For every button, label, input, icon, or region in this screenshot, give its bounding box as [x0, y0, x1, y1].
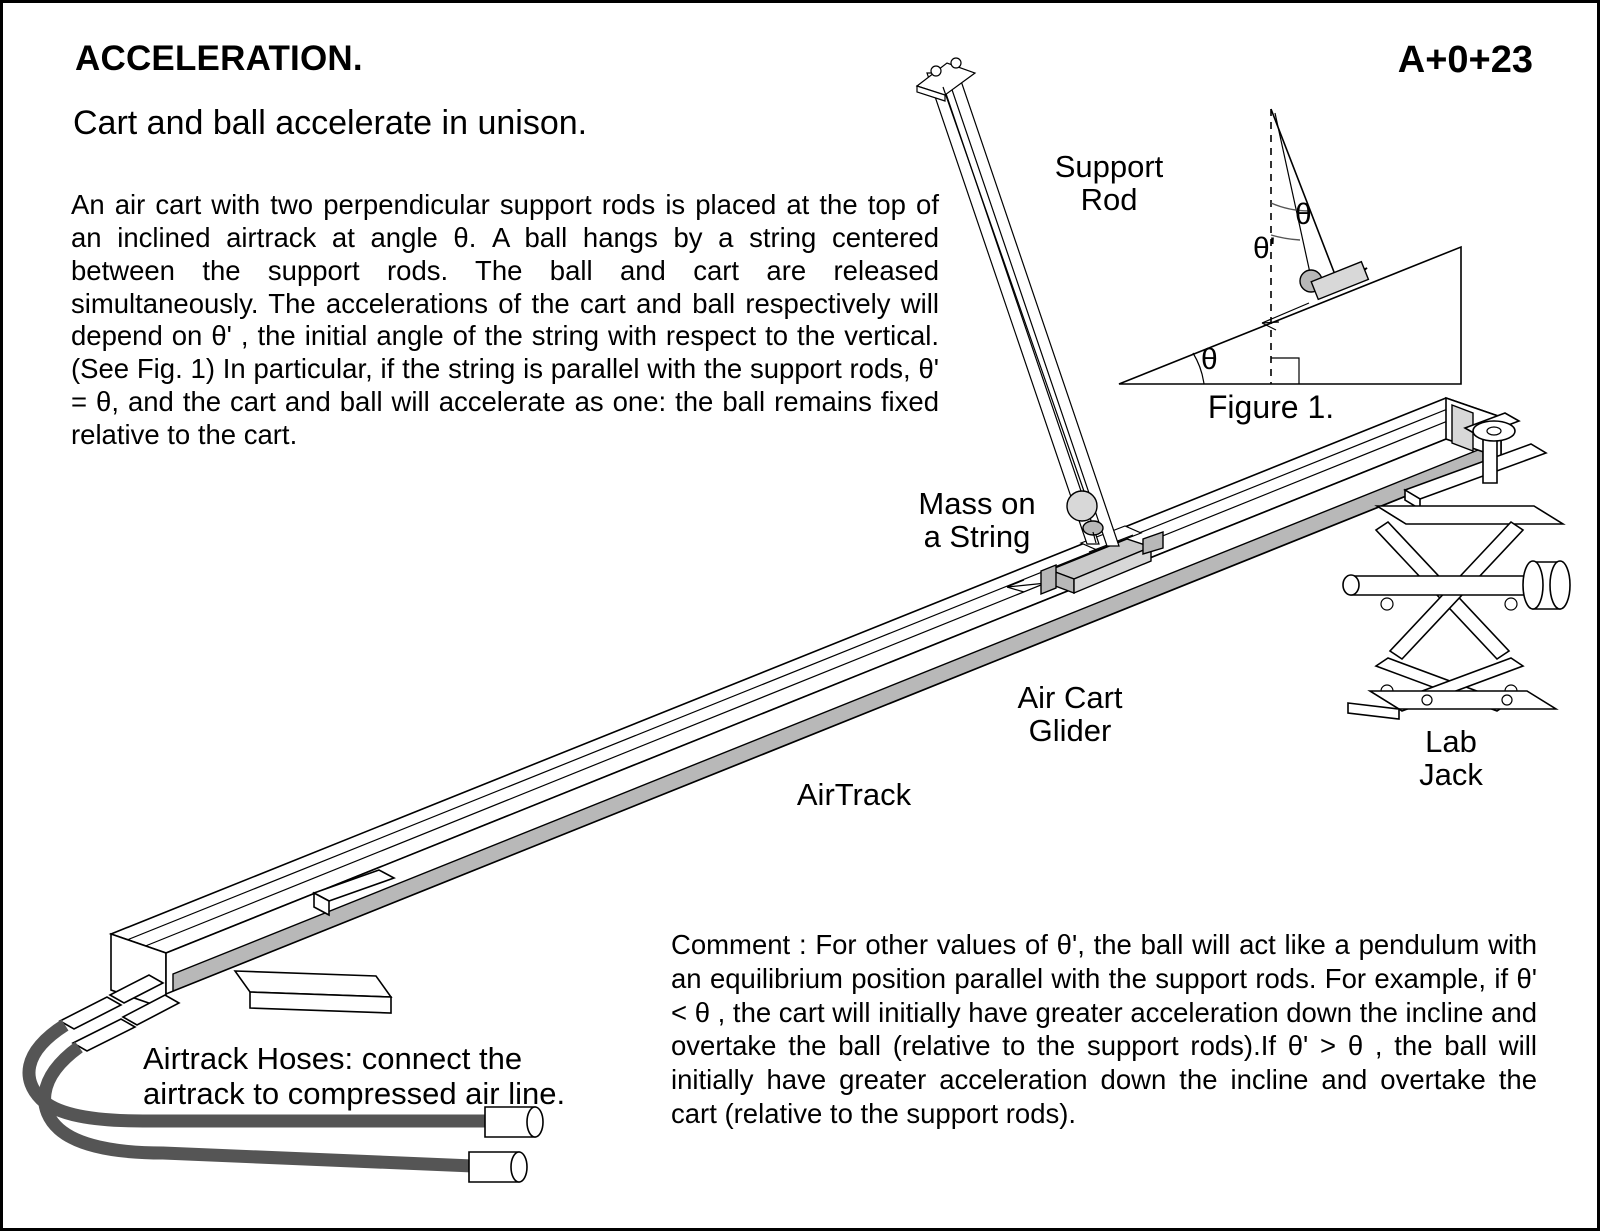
inlet-collar-1 [58, 996, 123, 1030]
intro-text: An air cart with two perpendicular suppo… [71, 189, 939, 451]
glider-bumper-left [1040, 563, 1057, 596]
figure1-theta-prime-string: θ' [1253, 232, 1276, 265]
rod-crossbar-edge [916, 85, 946, 102]
incline-angle-arc [1192, 352, 1205, 385]
airtrack-high-end [1342, 396, 1571, 720]
jack-pivot-right [1504, 597, 1518, 611]
right-angle-mark [1271, 357, 1300, 384]
ball-clamp-stem [1092, 531, 1097, 544]
airtrack-shadow-stripe [172, 446, 1484, 993]
hanging-ball [1066, 490, 1098, 522]
jack-base-foot [1347, 702, 1400, 720]
inlet-nozzle-2 [121, 994, 181, 1026]
page-title: ACCELERATION. [75, 39, 363, 78]
hose-connector-2-cap [510, 1151, 528, 1183]
figure1-string [1274, 112, 1311, 274]
jack-base-hole-2 [1501, 694, 1513, 706]
hanging-string [942, 86, 1087, 498]
label-lab-jack: Lab Jack [1419, 724, 1483, 793]
jack-crank-knob-face [1549, 560, 1571, 610]
jack-crank-rod-end [1342, 574, 1360, 596]
glider-side [1073, 545, 1152, 595]
figure-1-inset [1118, 108, 1462, 385]
theta-prime-arc [1270, 234, 1301, 241]
label-figure-caption: Figure 1. [1207, 389, 1335, 425]
intro-paragraph: An air cart with two perpendicular suppo… [71, 189, 939, 452]
foot-bar-far-end [313, 891, 330, 917]
label-airtrack: AirTrack [796, 777, 912, 812]
jack-crank-rod [1350, 575, 1534, 596]
label-air-cart-glider: Air Cart Glider [1017, 680, 1123, 749]
theta-arc [1270, 202, 1310, 212]
support-rod-left [926, 72, 1100, 545]
airtrack-ridge-1 [126, 403, 1461, 941]
air-cart-glider [1040, 525, 1164, 596]
jack-top-platform-edge [1376, 505, 1407, 525]
inlet-nozzle-1 [108, 974, 165, 1004]
glider-bumper-right [1142, 531, 1164, 555]
airtrack-hose-2 [38, 1041, 474, 1173]
comment-text: Comment : For other values of θ', the ba… [671, 929, 1537, 1130]
figure1-arrow-head [1261, 321, 1280, 331]
figure1-support-rod [1270, 108, 1340, 286]
label-airtrack-hoses: Airtrack Hoses: connect the airtrack to … [143, 1041, 566, 1112]
jack-base-plate-edge [1369, 690, 1400, 710]
rod-knob-right [950, 57, 962, 69]
label-mass-on-a-string: Mass on a String [918, 486, 1036, 555]
jack-base-plate [1367, 690, 1559, 710]
airtrack-low-end [22, 869, 544, 1183]
jack-base-hole-1 [1421, 694, 1433, 706]
rod-knob-left [930, 65, 942, 77]
foot-bar-near-face [249, 991, 392, 1014]
airtrack-beam [108, 397, 1504, 1011]
jack-crank-knob-back [1522, 560, 1544, 610]
airtrack-ridge-2 [142, 409, 1476, 948]
comment-paragraph: Comment : For other values of θ', the ba… [671, 928, 1537, 1131]
incline-triangle [1118, 245, 1462, 385]
support-rod-right [946, 74, 1120, 547]
figure1-theta-incline: θ [1201, 343, 1218, 376]
jack-pivot-left [1380, 597, 1394, 611]
support-rods [915, 57, 1120, 547]
airtrack-top-face [108, 397, 1504, 954]
jack-top-platform [1374, 505, 1566, 525]
figure1-theta-rod: θ [1295, 198, 1312, 231]
beam-end-shade [1451, 403, 1474, 453]
jack-knob-center [1486, 426, 1502, 436]
label-support-rod: Support Rod [1054, 149, 1164, 218]
ball-clamp [1082, 520, 1104, 536]
hose-connector-1-cap [526, 1106, 544, 1138]
inlet-collar-2 [71, 1018, 137, 1052]
figure1-acceleration-arrow [1261, 302, 1310, 324]
track-direction-arrowhead [1006, 579, 1025, 593]
apparatus-illustration [22, 57, 1571, 1183]
demo-code: A+0+23 [1397, 39, 1533, 81]
mass-on-string [1066, 490, 1104, 544]
page-subtitle: Cart and ball accelerate in unison. [73, 104, 588, 142]
figure1-cart-body [1310, 260, 1370, 301]
